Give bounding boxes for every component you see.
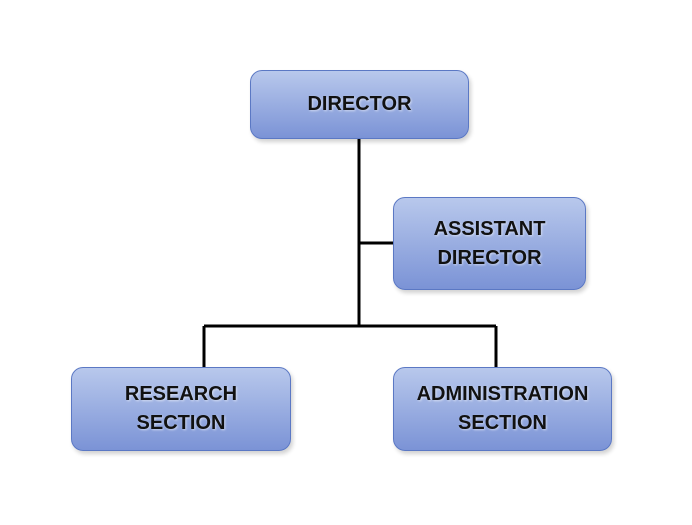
node-director-label: DIRECTOR: [307, 93, 412, 115]
node-assistant-director-label: ASSISTANT DIRECTOR: [433, 217, 546, 269]
node-research-section: RESEARCH SECTION: [71, 367, 291, 451]
node-administration-section-label: ADMINISTRATION SECTION: [416, 383, 589, 434]
node-administration-section: ADMINISTRATION SECTION: [393, 367, 612, 451]
node-assistant-director: ASSISTANT DIRECTOR: [393, 197, 586, 290]
node-research-section-label: RESEARCH SECTION: [124, 383, 238, 434]
node-director: DIRECTOR: [250, 70, 469, 139]
